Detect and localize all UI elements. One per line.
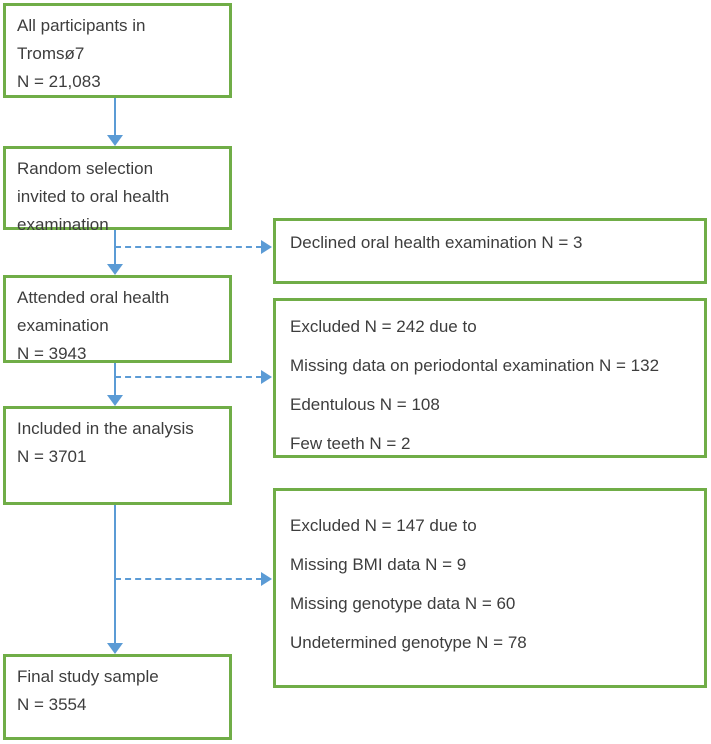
- box-line: Undetermined genotype N = 78: [290, 633, 527, 652]
- box-declined: Declined oral health examination N = 3: [273, 218, 707, 284]
- box-excluded-periodontal: Excluded N = 242 due to Missing data on …: [273, 298, 707, 458]
- box-line: examination: [17, 316, 109, 335]
- box-line: Attended oral health: [17, 288, 170, 307]
- box-line: Missing genotype data N = 60: [290, 594, 516, 613]
- box-line: N = 3554: [17, 695, 87, 714]
- box-line: Included in the analysis: [17, 419, 194, 438]
- arrow-attended-to-included-line: [114, 363, 116, 395]
- arrow-right-icon: [261, 240, 272, 254]
- box-random-selection: Random selection invited to oral health …: [3, 146, 232, 234]
- arrow-right-icon: [261, 572, 272, 586]
- arrow-down-icon: [107, 395, 123, 406]
- box-line: Excluded N = 147 due to: [290, 516, 477, 535]
- box-line: N = 3701: [17, 447, 87, 466]
- box-line: invited to oral health: [17, 187, 170, 206]
- box-excluded-genotype: Excluded N = 147 due to Missing BMI data…: [273, 488, 707, 688]
- arrow-down-icon: [107, 643, 123, 654]
- arrow-included-to-final-line: [114, 505, 116, 643]
- box-line: Missing BMI data N = 9: [290, 555, 467, 574]
- dashed-arrow-excluded-periodontal-line: [115, 376, 262, 378]
- box-line: Edentulous N = 108: [290, 395, 440, 414]
- dashed-arrow-declined-line: [115, 246, 262, 248]
- box-line: Declined oral health examination N = 3: [290, 233, 583, 252]
- box-line: All participants in: [17, 16, 146, 35]
- box-final-sample: Final study sample N = 3554: [3, 654, 232, 740]
- box-line: Missing data on periodontal examination …: [290, 356, 660, 375]
- arrow-all-to-random-line: [114, 98, 116, 135]
- box-line: examination: [17, 215, 109, 234]
- arrow-down-icon: [107, 264, 123, 275]
- box-included: Included in the analysis N = 3701: [3, 406, 232, 505]
- box-line: N = 3943: [17, 344, 87, 363]
- box-line: Few teeth N = 2: [290, 434, 411, 453]
- arrow-down-icon: [107, 135, 123, 146]
- dashed-arrow-excluded-genotype-line: [115, 578, 262, 580]
- box-line: N = 21,083: [17, 72, 101, 91]
- box-line: Random selection: [17, 159, 154, 178]
- box-line: Final study sample: [17, 667, 159, 686]
- box-attended: Attended oral health examination N = 394…: [3, 275, 232, 363]
- box-line: Excluded N = 242 due to: [290, 317, 477, 336]
- box-line: Tromsø7: [17, 44, 85, 63]
- arrow-right-icon: [261, 370, 272, 384]
- box-all-participants: All participants in Tromsø7 N = 21,083: [3, 3, 232, 98]
